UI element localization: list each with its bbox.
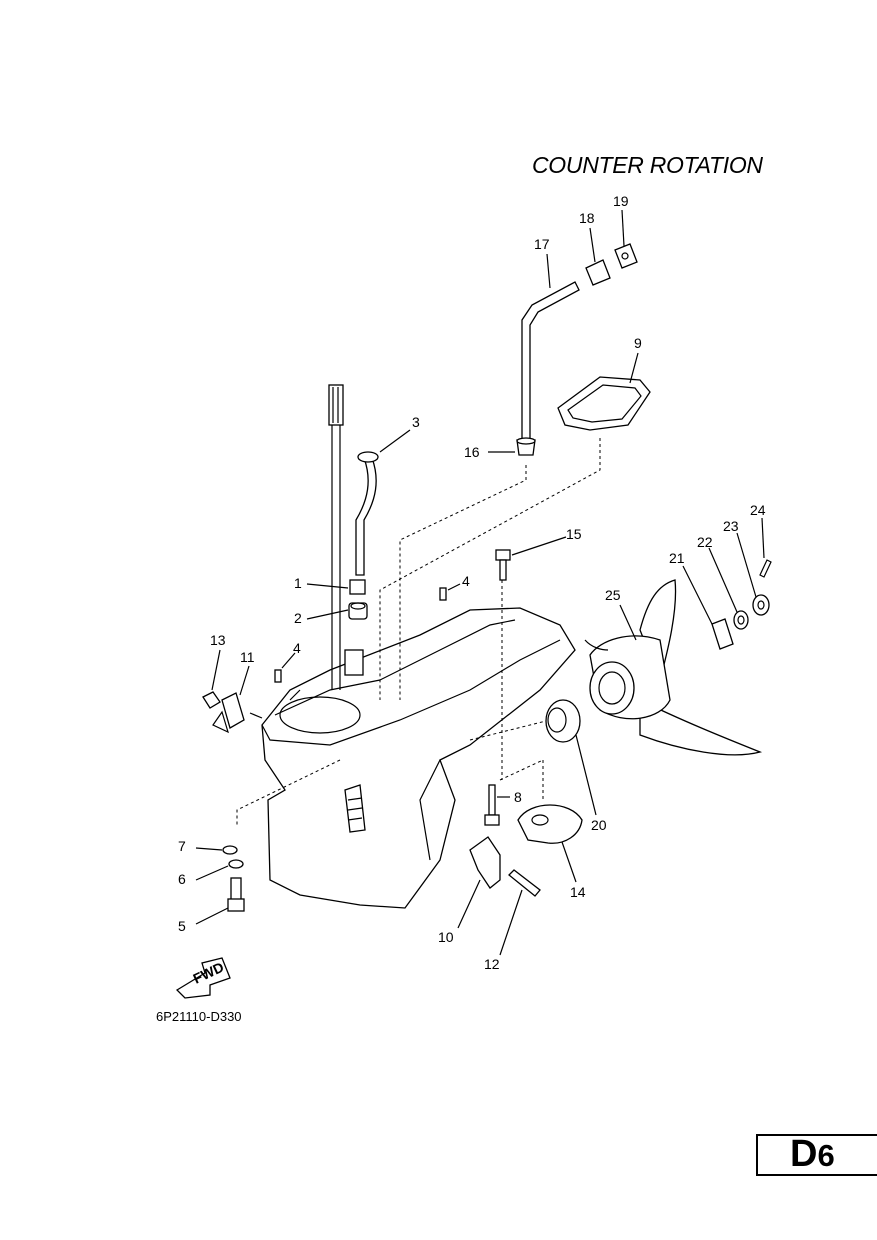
- label-11: 11: [240, 649, 255, 665]
- lower-case-housing: [261, 607, 576, 909]
- label-20: 20: [591, 817, 607, 833]
- diagram-title: COUNTER ROTATION: [532, 152, 763, 178]
- label-2: 2: [294, 610, 302, 626]
- label-12: 12: [484, 956, 500, 972]
- label-6: 6: [178, 871, 186, 887]
- label-22: 22: [697, 534, 713, 550]
- label-4a: 4: [293, 640, 301, 656]
- anode-14: [517, 804, 583, 844]
- page-number: D6: [790, 1133, 835, 1176]
- label-1: 1: [294, 575, 302, 591]
- leader-lines: [195, 209, 765, 956]
- cotter-pin-24: [759, 559, 772, 578]
- label-13: 13: [210, 632, 226, 648]
- spacer-21: [711, 618, 734, 650]
- diagram-code: 6P21110-D330: [156, 1009, 242, 1024]
- page-digit: 6: [817, 1138, 835, 1173]
- bolt-8-shank: [488, 784, 496, 816]
- water-pipe-3: [355, 457, 377, 576]
- callout-labels: 1 2 3 4 4 5 6 7 8 9 10 11 12 13 14 15 16…: [178, 193, 766, 972]
- nut-23: [752, 594, 770, 616]
- label-4b: 4: [462, 573, 470, 589]
- bolt-15-shank: [499, 559, 507, 581]
- grommet-1: [349, 579, 366, 595]
- collar-18: [585, 259, 611, 286]
- label-19: 19: [613, 193, 629, 209]
- fwd-arrow: FWD: [175, 957, 231, 999]
- gasket-9: [557, 376, 651, 431]
- plate-11: [221, 692, 245, 729]
- label-25: 25: [605, 587, 621, 603]
- page-letter: D: [790, 1133, 818, 1175]
- bolt-15-head: [495, 549, 511, 561]
- label-8: 8: [514, 789, 522, 805]
- label-21: 21: [669, 550, 685, 566]
- bolt-8-head: [484, 814, 500, 826]
- propeller-25: [584, 579, 763, 756]
- page-number-box: D6: [756, 1133, 877, 1176]
- label-7: 7: [178, 838, 186, 854]
- cooling-tube-17: [521, 281, 580, 441]
- washer-7: [222, 845, 238, 855]
- drive-shaft: [328, 384, 364, 690]
- label-15: 15: [566, 526, 582, 542]
- label-17: 17: [534, 236, 550, 252]
- nut-19: [614, 243, 638, 269]
- dowel-pin-4b: [439, 587, 447, 601]
- spacer-20: [545, 699, 581, 743]
- label-18: 18: [579, 210, 595, 226]
- water-pipe-3-end: [357, 451, 379, 463]
- label-3: 3: [412, 414, 420, 430]
- nut-13: [202, 691, 221, 709]
- dowel-pin-4a: [274, 669, 282, 683]
- label-23: 23: [723, 518, 739, 534]
- bolt-5-shank: [230, 877, 242, 901]
- washer-6: [228, 859, 244, 869]
- label-24: 24: [750, 502, 766, 518]
- label-14: 14: [570, 884, 586, 900]
- trim-tab-10: [469, 836, 501, 889]
- label-16: 16: [464, 444, 480, 460]
- label-9: 9: [634, 335, 642, 351]
- washer-22: [733, 610, 749, 630]
- label-5: 5: [178, 918, 186, 934]
- bolt-5-head: [227, 898, 245, 912]
- label-10: 10: [438, 929, 454, 945]
- bolt-12: [508, 869, 541, 897]
